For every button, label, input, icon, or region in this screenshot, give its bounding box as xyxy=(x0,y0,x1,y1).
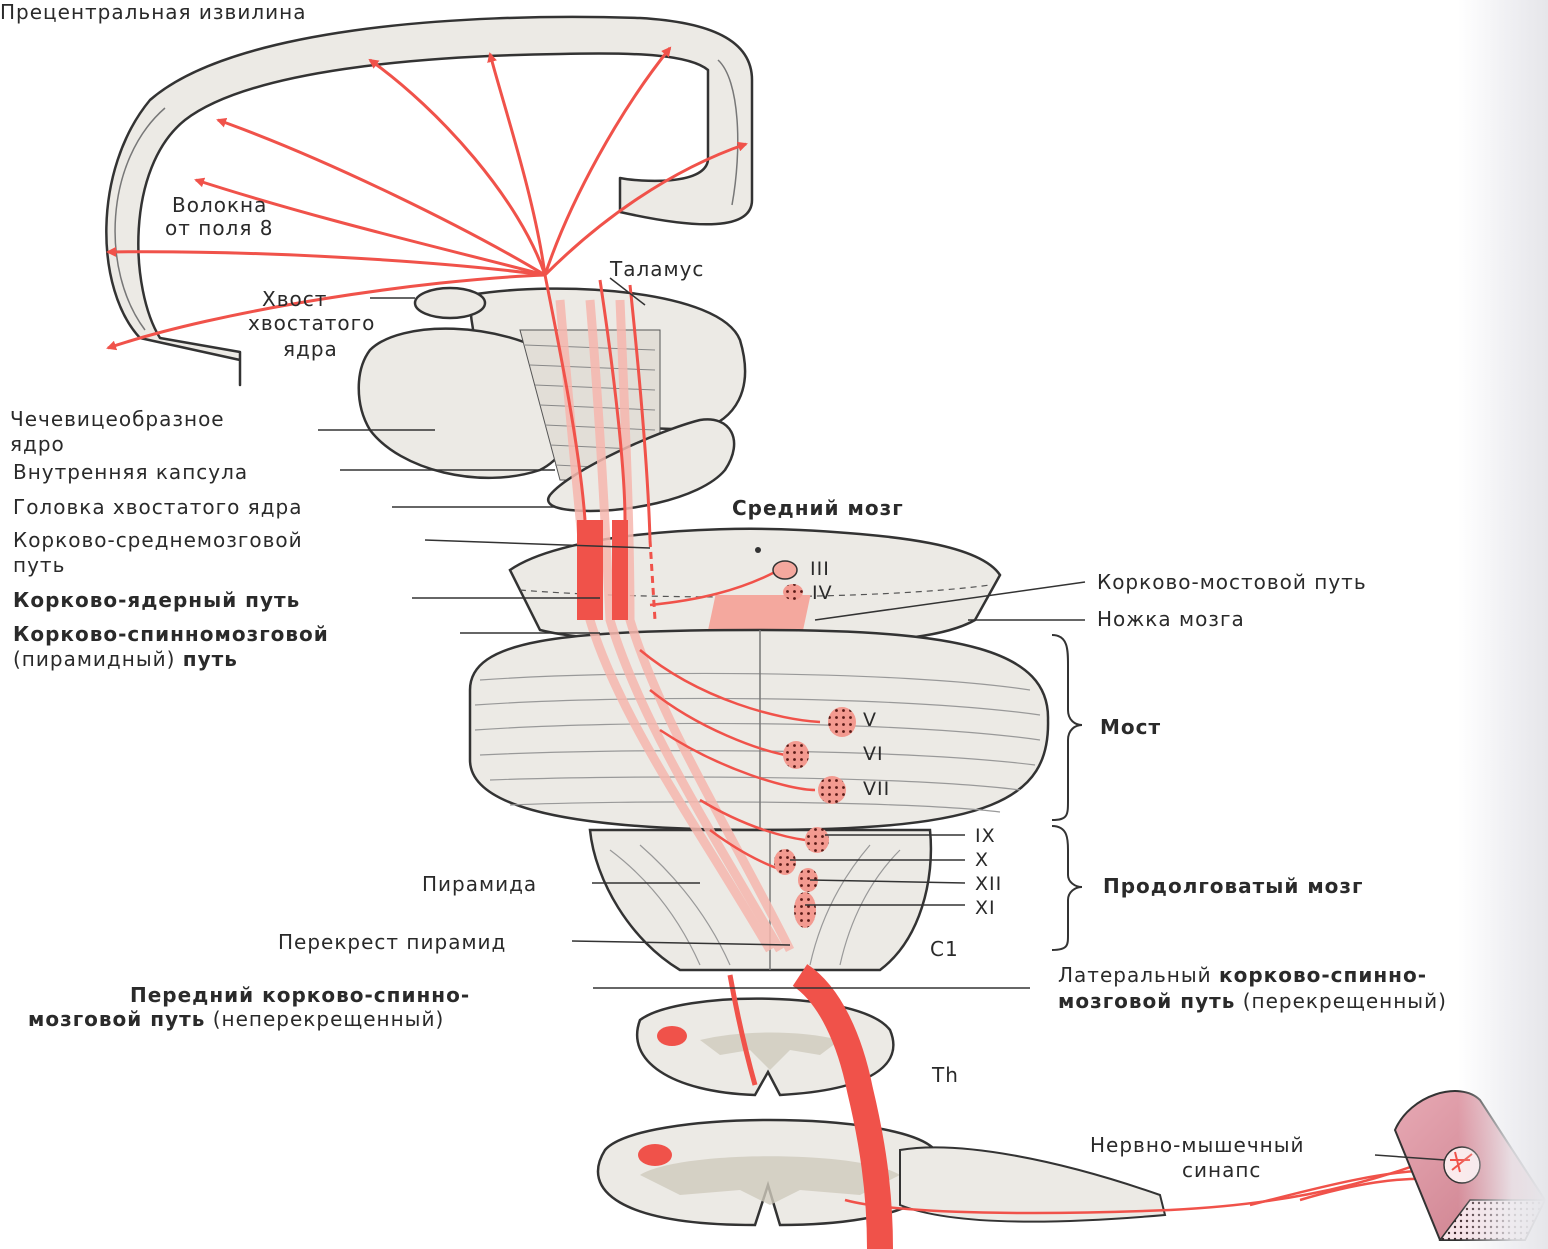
precentral-gyrus-label: Прецентральная извилина xyxy=(0,0,306,25)
pyramid-label: Пирамида xyxy=(422,872,537,897)
neuromuscular-label-1: Нервно-мышечный xyxy=(1090,1133,1305,1158)
anterior-tract-label-2: мозговой путь (неперекрещенный) xyxy=(28,1007,444,1032)
lentiform-label-2: ядро xyxy=(10,432,65,457)
corticomesencephalic-label-2: путь xyxy=(13,553,65,578)
cerebral-peduncle-label: Ножка мозга xyxy=(1097,607,1245,632)
nucleus-XII-label: XII xyxy=(975,872,1002,897)
nucleus-V xyxy=(828,707,856,737)
nucleus-IX-label: IX xyxy=(975,824,996,849)
level-c1-label: С1 xyxy=(930,937,959,962)
medulla-bracket xyxy=(1052,826,1082,950)
nucleus-VII xyxy=(818,776,846,804)
corticospinal-label-2: (пирамидный) путь xyxy=(13,647,238,672)
page-edge-shadow xyxy=(1458,0,1548,1249)
corticospinal-label-1: Корково-спинномозговой xyxy=(13,622,329,647)
pyramid-decussation-label: Перекрест пирамид xyxy=(278,930,506,955)
nucleus-XI-label: XI xyxy=(975,896,996,921)
neuromuscular-label-2: синапс xyxy=(1182,1158,1261,1183)
nucleus-IV xyxy=(783,584,803,600)
fibers-label-line2: от поля 8 xyxy=(165,216,273,241)
pons-bracket xyxy=(1052,635,1082,820)
nucleus-VI-label: VI xyxy=(863,742,884,767)
level-th-label: Th xyxy=(932,1063,959,1088)
caudate-tail-label-3: ядра xyxy=(283,337,338,362)
lateral-tract-label-1: Латеральный корково-спинно- xyxy=(1058,963,1427,988)
internal-capsule-label: Внутренняя капсула xyxy=(13,460,248,485)
corticopontine-label: Корково-мостовой путь xyxy=(1097,570,1367,595)
nucleus-III xyxy=(773,561,797,579)
caudate-tail-label-1: Хвост xyxy=(262,287,327,312)
lateral-tract-label-2: мозговой путь (перекрещенный) xyxy=(1058,989,1447,1014)
midbrain-label: Средний мозг xyxy=(732,496,904,521)
corticonuclear-label: Корково-ядерный путь xyxy=(13,588,300,613)
nucleus-VII-label: VII xyxy=(863,777,890,802)
pons-label: Мост xyxy=(1100,715,1161,740)
nucleus-III-label: III xyxy=(810,557,830,582)
caudate-tail xyxy=(415,288,485,318)
medulla-label: Продолговатый мозг xyxy=(1103,874,1364,899)
nucleus-IX xyxy=(805,827,829,853)
anterior-tract-label-1: Передний корково-спинно- xyxy=(130,983,470,1008)
nucleus-XI xyxy=(794,892,816,928)
nucleus-X xyxy=(774,849,796,875)
corticomesencephalic-label-1: Корково-среднемозговой xyxy=(13,528,303,553)
nucleus-IV-label: IV xyxy=(812,581,833,606)
lentiform-label-1: Чечевицеобразное xyxy=(10,407,225,432)
caudate-head-label: Головка хвостатого ядра xyxy=(13,495,303,520)
thalamus-label: Таламус xyxy=(610,257,704,282)
nucleus-V-label: V xyxy=(863,708,877,733)
nucleus-X-label: X xyxy=(975,848,989,873)
caudate-tail-label-2: хвостатого xyxy=(248,311,375,336)
fibers-label-line1: Волокна xyxy=(172,193,267,218)
nucleus-VI xyxy=(783,741,809,769)
pons xyxy=(470,630,1048,830)
